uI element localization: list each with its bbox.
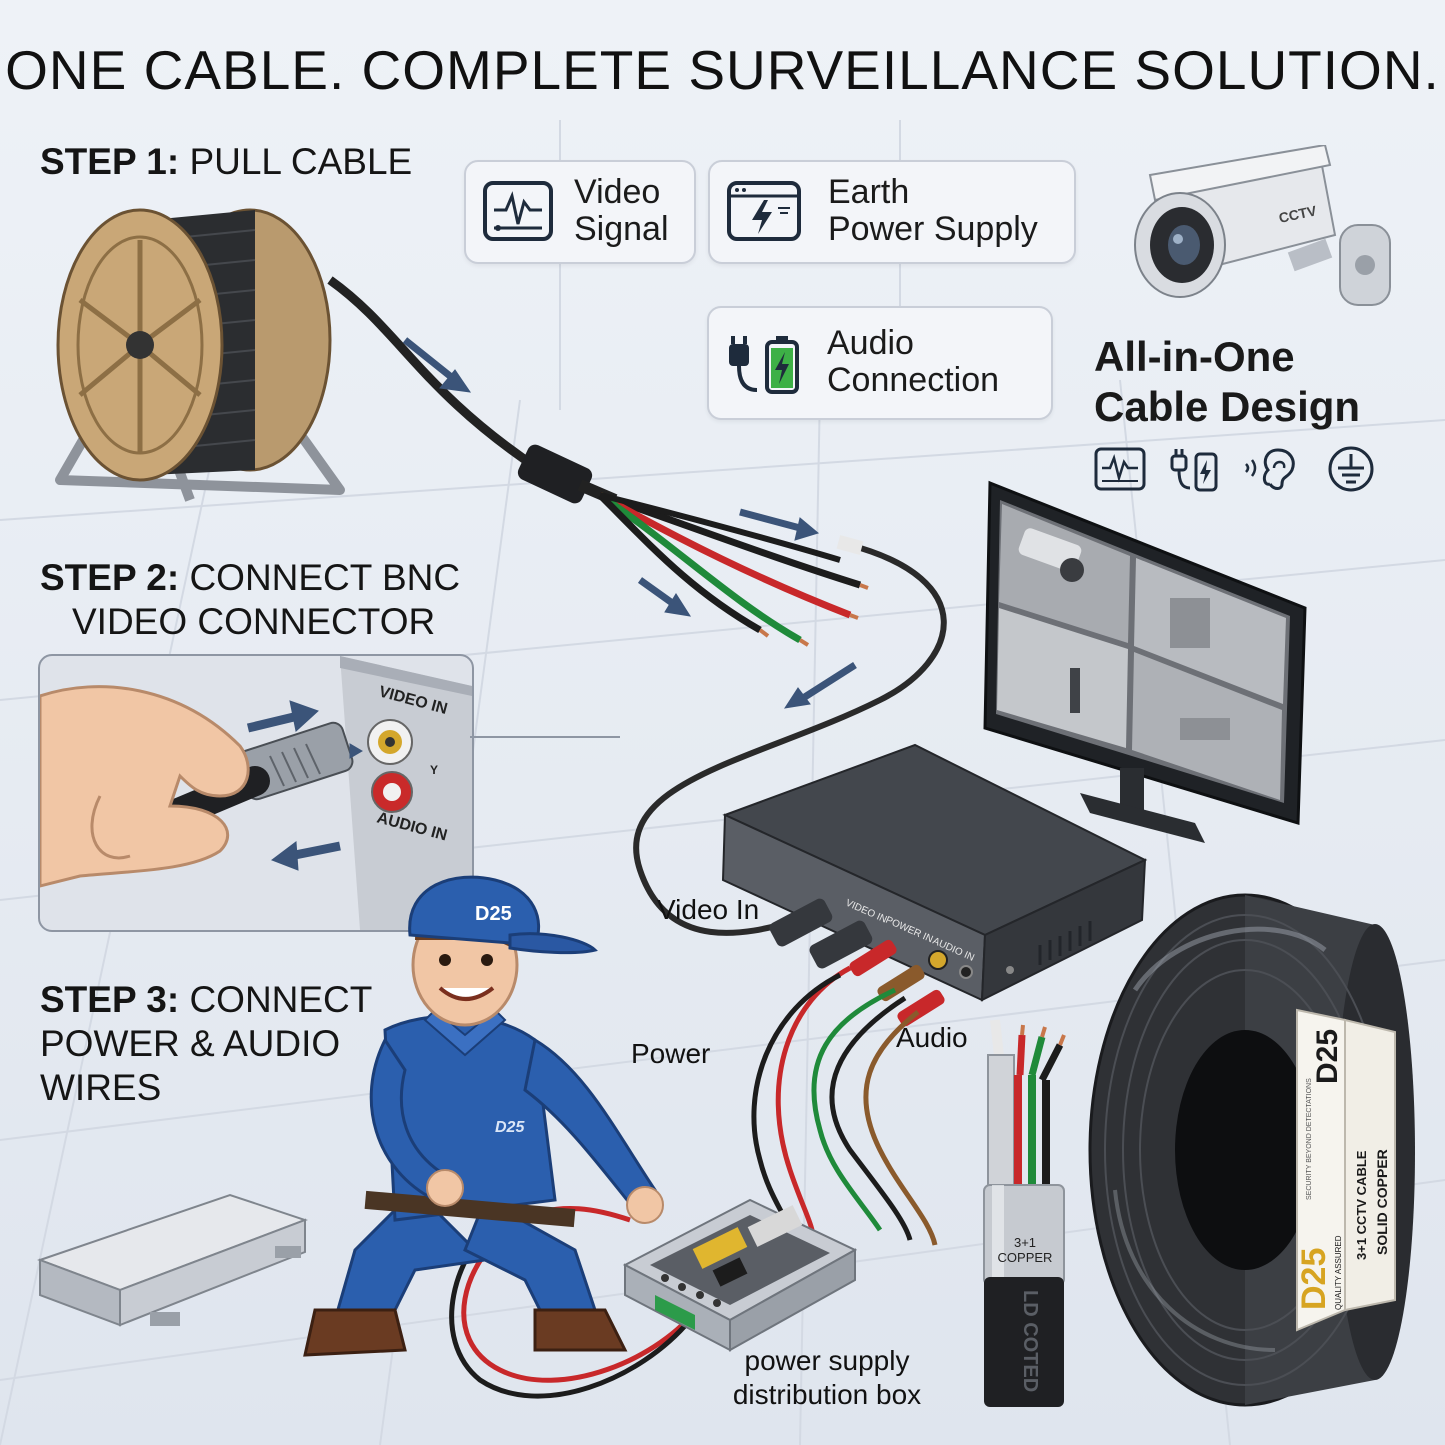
waveform-icon [1094,447,1146,491]
panel-y-mark: Y [430,763,438,777]
cable-cross-line2: COPPER [998,1250,1053,1265]
step-1-label: STEP 1: [40,141,180,182]
all-in-one-icon-row [1094,446,1384,496]
roll-copper: SOLID COPPER [1374,1149,1390,1255]
label-video-in: Video In [657,894,760,925]
cable-jacket-text: LD COTED [1019,1290,1041,1392]
ear-icon [1245,448,1295,490]
feature-card-audio-connection: Audio Connection [707,306,1053,420]
metal-enclosure-illustration [37,1193,308,1327]
ground-icon [1328,446,1374,492]
roll-brand: D25 [1311,1029,1344,1084]
monitor-illustration [983,480,1307,843]
step-2-label: STEP 2: [40,557,180,598]
step-3-heading: STEP 3: CONNECT POWER & AUDIO WIRES [40,979,373,1108]
waveform-icon [483,181,553,241]
cable-roll-illustration: D25 D25 QUALITY ASSURED 3+1 CCTV CABLE S… [1088,893,1415,1407]
panel-connector-line [470,736,620,738]
bnc-connection-illustration: VIDEO IN Y AUDIO IN [40,656,472,930]
plug-battery-icon [729,336,799,394]
step-1-heading: STEP 1: PULL CABLE [40,140,412,184]
step-3-label: STEP 3: [40,979,180,1020]
label-audio: Audio [896,1022,968,1053]
cable-reel-illustration [55,208,345,502]
plug-battery-icon [1170,449,1218,492]
roll-type: 3+1 CCTV CABLE [1354,1150,1369,1260]
lightning-window-icon [727,181,801,241]
step-2-heading: STEP 2: CONNECT BNC VIDEO CONNECTOR [40,557,461,642]
roll-quality: QUALITY ASSURED [1334,1235,1343,1310]
cap-logo: D25 [475,903,512,925]
bnc-connection-panel: VIDEO IN Y AUDIO IN [38,654,474,932]
roll-tagline: SECURITY BEYOND DETECTATIONS [1306,1078,1313,1200]
feature-video-text: Video Signal [574,173,669,248]
label-power: Power [631,1038,711,1069]
step-1-text: PULL CABLE [189,141,413,182]
feature-earth-text: Earth Power Supply [828,173,1038,248]
cctv-camera-illustration: CCTV [1134,145,1391,306]
distribution-box-illustration [622,1198,858,1352]
page-title: ONE CABLE. COMPLETE SURVEILLANCE SOLUTIO… [5,39,1440,101]
roll-brand-small: D25 [1295,1248,1333,1310]
feature-card-video-signal: Video Signal [464,160,696,264]
uniform-logo: D25 [495,1119,525,1136]
feature-card-earth-power: Earth Power Supply [708,160,1076,264]
label-power-supply-box: power supply distribution box [732,1345,922,1410]
dvr-recorder-illustration: VIDEO IN POWER IN AUDIO IN [721,743,1148,1002]
cable-cross-section-illustration: 3+1 COPPER LD COTED [983,1019,1066,1407]
technician-illustration: D25 D25 [303,875,664,1357]
feature-audio-text: Audio Connection [827,324,1000,399]
cable-cross-line1: 3+1 [1014,1235,1036,1250]
camera-label: CCTV [1277,202,1318,226]
all-in-one-heading: All-in-One Cable Design [1094,333,1361,430]
